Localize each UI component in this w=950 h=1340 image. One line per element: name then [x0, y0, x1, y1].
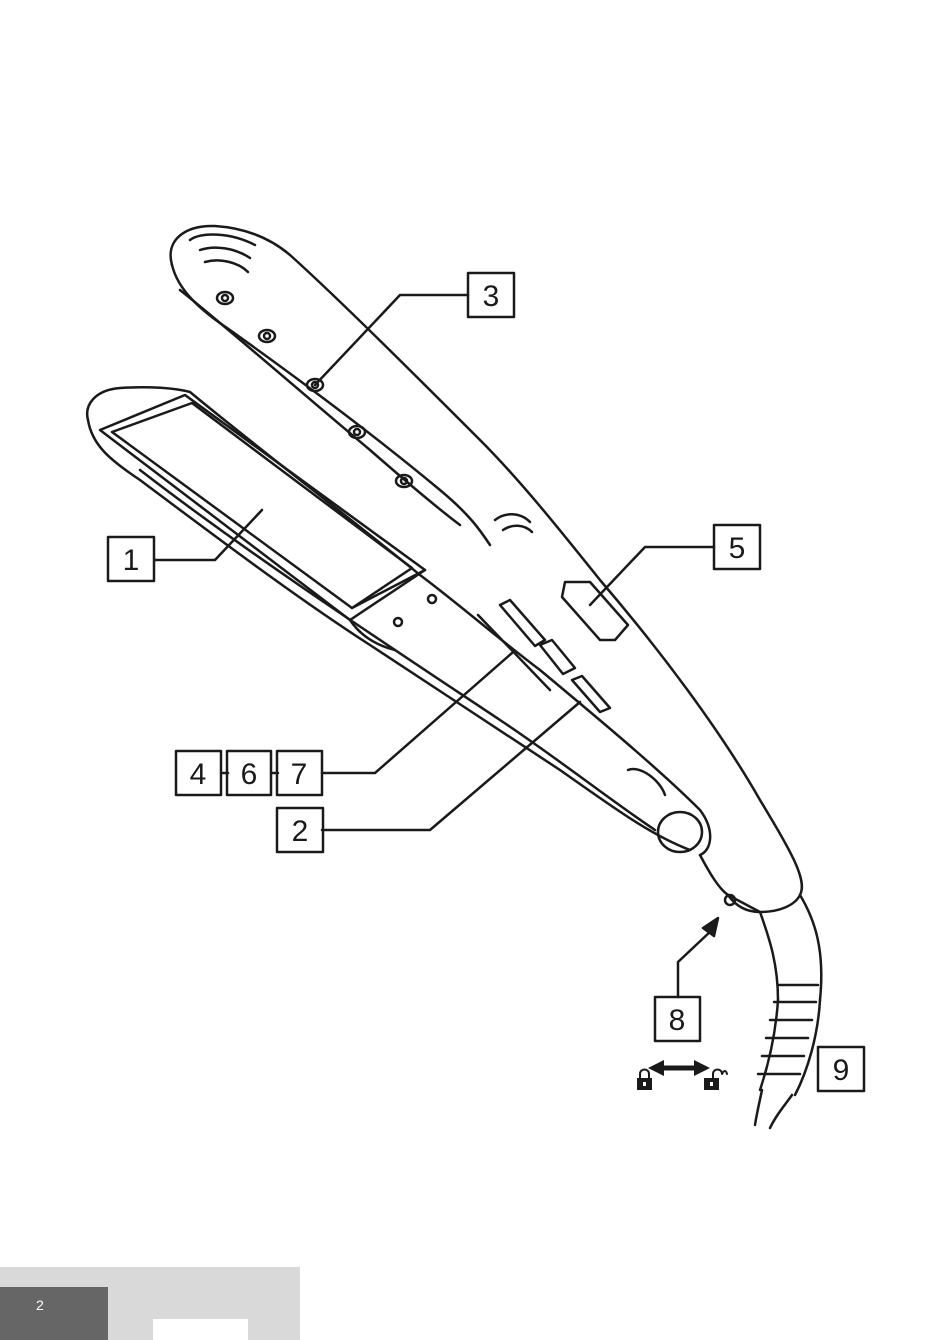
callout-9: 9 — [818, 1047, 864, 1091]
callout-1-label: 1 — [123, 544, 140, 577]
callout-3: 3 — [468, 273, 514, 317]
leader-5 — [590, 547, 714, 605]
callout-4: 4 — [176, 751, 221, 795]
callout-5: 5 — [714, 525, 760, 569]
callout-8: 8 — [655, 997, 700, 1041]
lock-closed-icon — [637, 1070, 652, 1091]
callout-2-label: 2 — [292, 815, 309, 848]
page-number-box: 2 — [0, 1287, 108, 1340]
leader-3 — [315, 295, 468, 385]
arrow-8 — [703, 918, 718, 936]
callout-6-label: 6 — [241, 758, 258, 791]
callout-1: 1 — [108, 537, 154, 581]
page-number: 2 — [36, 1297, 44, 1313]
temperature-display — [562, 582, 628, 640]
upper-arm — [171, 226, 802, 912]
vent-holes — [217, 292, 412, 487]
footer-tab — [153, 1319, 248, 1340]
leader-lines — [155, 295, 718, 997]
leader-467 — [322, 653, 512, 773]
leader-1 — [155, 510, 262, 560]
callout-6: 6 — [227, 751, 271, 795]
leader-2 — [322, 702, 580, 830]
lock-open-icon — [704, 1070, 727, 1091]
callout-3-label: 3 — [483, 280, 500, 313]
leader-8 — [678, 930, 712, 997]
callout-9-label: 9 — [833, 1054, 850, 1087]
heating-plate — [100, 395, 425, 620]
callout-5-label: 5 — [729, 532, 746, 565]
callout-8-label: 8 — [669, 1004, 686, 1037]
callout-7: 7 — [277, 751, 322, 795]
callout-2: 2 — [277, 808, 323, 852]
callout-4-label: 4 — [190, 758, 207, 791]
control-buttons — [478, 600, 610, 712]
callout-7-label: 7 — [291, 758, 308, 791]
lock-toggle-indicator — [637, 1060, 727, 1090]
